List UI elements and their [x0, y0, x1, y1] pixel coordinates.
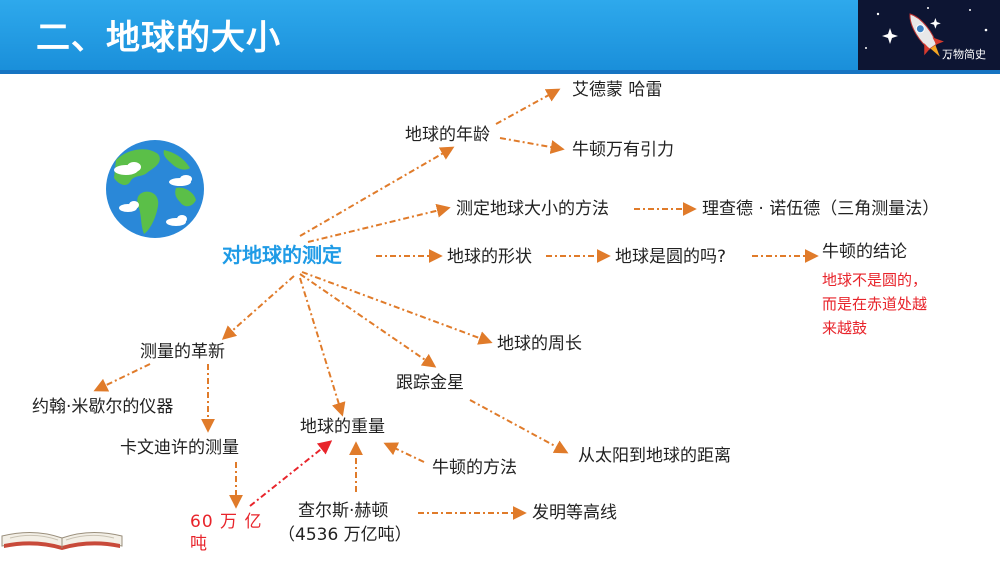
node-newton-gravity: 牛顿万有引力 [572, 140, 674, 160]
center-node: 对地球的测定 [222, 243, 342, 267]
rocket-icon [865, 7, 988, 59]
open-book-icon [1, 532, 123, 550]
logo-badge: 万物简史 [858, 0, 1000, 70]
node-halley: 艾德蒙 哈雷 [572, 80, 663, 100]
arrow-center-to-revolution [221, 275, 295, 340]
node-is-earth-round: 地球是圆的吗? [615, 247, 727, 267]
node-track-venus: 跟踪金星 [396, 373, 464, 393]
arrow-revolution-to-mitchell [93, 363, 151, 392]
node-newton-conclusion: 牛顿的结论 [822, 242, 907, 262]
node-newton-method: 牛顿的方法 [432, 458, 517, 478]
arrow-center-to-venus [299, 273, 437, 368]
logo-text: 万物简史 [942, 48, 986, 61]
node-earth-age: 地球的年龄 [405, 125, 490, 145]
arrow-center-to-weight [299, 277, 346, 417]
arrow-value-to-weight [249, 440, 333, 507]
arrow-center-to-method [307, 203, 451, 243]
node-hutton: 查尔斯·赫顿 [298, 501, 389, 521]
node-earth-weight: 地球的重量 [300, 417, 385, 437]
node-hutton-value: （4536 万亿吨） [278, 525, 412, 545]
earth-globe-icon [106, 140, 204, 238]
node-norwood: 理查德 · 诺伍德（三角测量法） [702, 199, 940, 219]
title-bar: 二、地球的大小 万物简史 [0, 0, 1000, 70]
header-divider [0, 70, 1000, 74]
node-circumference: 地球的周长 [497, 334, 582, 354]
arrow-age-to-newton [499, 137, 565, 154]
arrow-center-to-age [299, 146, 455, 237]
arrow-venus-to-sun [469, 399, 569, 454]
node-cavendish: 卡文迪许的测量 [120, 438, 239, 458]
weight-value: 60 万 亿吨 [190, 512, 263, 554]
node-earth-shape: 地球的形状 [447, 247, 532, 267]
conclusion-detail: 地球不是圆的，而是在赤道处越来越鼓 [822, 271, 928, 337]
node-measurement-revolution: 测量的革新 [140, 342, 225, 362]
arrow-center-to-circumference [301, 271, 493, 345]
node-contour-lines: 发明等高线 [532, 503, 617, 523]
arrow-newton-method-to-weight [383, 442, 425, 463]
arrow-age-to-halley [495, 88, 561, 125]
node-sun-earth-distance: 从太阳到地球的距离 [578, 446, 731, 466]
page-title: 二、地球的大小 [36, 18, 281, 58]
node-measure-method: 测定地球大小的方法 [456, 199, 609, 219]
node-michell-instrument: 约翰·米歇尔的仪器 [32, 397, 174, 417]
